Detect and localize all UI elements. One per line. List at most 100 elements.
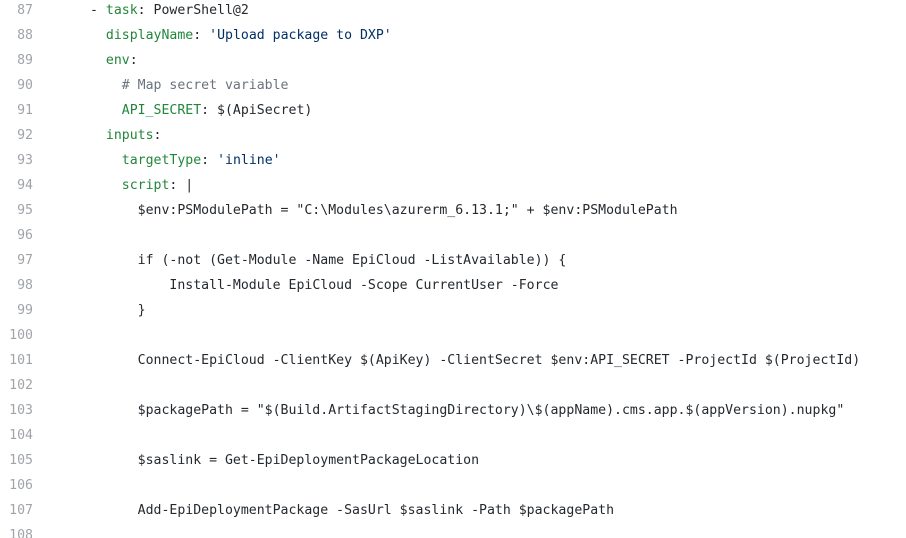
code-line: 100 [0, 323, 906, 348]
code-line: 92 inputs: [0, 123, 906, 148]
code-token: $packagePath = "$(Build.ArtifactStagingD… [137, 403, 845, 418]
code-line: 106 [0, 473, 906, 498]
code-line: 108 [0, 523, 906, 538]
line-number: 106 [9, 478, 33, 493]
line-number: 104 [9, 428, 33, 443]
code-text: # Map secret variable [33, 78, 289, 93]
code-text: Add-EpiDeploymentPackage -SasUrl $saslin… [33, 503, 614, 518]
code-line: 101 Connect-EpiCloud -ClientKey $(ApiKey… [0, 348, 906, 373]
code-text: } [33, 303, 146, 318]
line-number: 93 [17, 153, 33, 168]
line-number: 92 [17, 128, 33, 143]
line-number: 105 [9, 453, 33, 468]
code-token: } [137, 303, 146, 318]
line-number: 87 [17, 3, 33, 18]
code-token: : PowerShell@2 [137, 3, 249, 18]
code-token: : [153, 128, 162, 143]
code-token: 'inline' [217, 153, 281, 168]
line-number: 89 [17, 53, 33, 68]
code-token: $env:PSModulePath = "C:\Modules\azurerm_… [137, 203, 678, 218]
code-text: script: | [33, 178, 193, 193]
code-line: 98 Install-Module EpiCloud -Scope Curren… [0, 273, 906, 298]
code-line: 95 $env:PSModulePath = "C:\Modules\azure… [0, 198, 906, 223]
code-token: inputs [105, 128, 154, 143]
code-indent [90, 403, 138, 418]
code-line: 107 Add-EpiDeploymentPackage -SasUrl $sa… [0, 498, 906, 523]
code-token: displayName [105, 28, 194, 43]
code-token: script [121, 178, 170, 193]
code-token: Connect-EpiCloud -ClientKey $(ApiKey) -C… [137, 353, 861, 368]
code-text: $saslink = Get-EpiDeploymentPackageLocat… [33, 453, 479, 468]
line-number: 91 [17, 103, 33, 118]
code-text: $env:PSModulePath = "C:\Modules\azurerm_… [33, 203, 678, 218]
line-number: 96 [17, 228, 33, 243]
code-text: env: [33, 53, 138, 68]
code-text: inputs: [33, 128, 162, 143]
line-number: 102 [9, 378, 33, 393]
code-line: 104 [0, 423, 906, 448]
line-number: 100 [9, 328, 33, 343]
code-line: 96 [0, 223, 906, 248]
code-token: - [90, 3, 106, 18]
code-token: env [105, 53, 130, 68]
code-token: API_SECRET [121, 103, 202, 118]
code-text: Install-Module EpiCloud -Scope CurrentUs… [33, 278, 558, 293]
code-text: Connect-EpiCloud -ClientKey $(ApiKey) -C… [33, 353, 861, 368]
code-line: 88 displayName: 'Upload package to DXP' [0, 23, 906, 48]
code-line: 102 [0, 373, 906, 398]
code-token: task [105, 3, 138, 18]
code-indent [90, 503, 138, 518]
code-indent [90, 303, 138, 318]
code-token: # Map secret variable [121, 78, 289, 93]
code-line: 90 # Map secret variable [0, 73, 906, 98]
code-line: 89 env: [0, 48, 906, 73]
code-indent [90, 153, 122, 168]
code-text: targetType: 'inline' [33, 153, 281, 168]
code-token: : [201, 153, 218, 168]
line-number: 107 [9, 503, 33, 518]
code-indent [90, 78, 122, 93]
line-number: 88 [17, 28, 33, 43]
code-text: $packagePath = "$(Build.ArtifactStagingD… [33, 403, 845, 418]
code-indent [90, 353, 138, 368]
code-token: : $(ApiSecret) [201, 103, 313, 118]
code-indent [90, 453, 138, 468]
code-indent [90, 178, 122, 193]
code-text: displayName: 'Upload package to DXP' [33, 28, 392, 43]
code-indent [90, 53, 106, 68]
code-line: 94 script: | [0, 173, 906, 198]
code-token: : | [169, 178, 194, 193]
code-line: 91 API_SECRET: $(ApiSecret) [0, 98, 906, 123]
code-token: targetType [121, 153, 202, 168]
code-line: 99 } [0, 298, 906, 323]
code-indent [90, 103, 122, 118]
line-number: 99 [17, 303, 33, 318]
line-number: 101 [9, 353, 33, 368]
line-number: 97 [17, 253, 33, 268]
code-text: - task: PowerShell@2 [33, 3, 249, 18]
code-indent [90, 28, 106, 43]
code-line: 103 $packagePath = "$(Build.ArtifactStag… [0, 398, 906, 423]
code-indent [90, 278, 169, 293]
line-number: 103 [9, 403, 33, 418]
code-token: if (-not (Get-Module -Name EpiCloud -Lis… [137, 253, 567, 268]
code-indent [90, 253, 138, 268]
code-line: 97 if (-not (Get-Module -Name EpiCloud -… [0, 248, 906, 273]
code-text: API_SECRET: $(ApiSecret) [33, 103, 313, 118]
code-token: Install-Module EpiCloud -Scope CurrentUs… [169, 278, 559, 293]
code-token: 'Upload package to DXP' [209, 28, 392, 43]
line-number: 95 [17, 203, 33, 218]
code-token: : [193, 28, 210, 43]
line-number: 90 [17, 78, 33, 93]
line-number: 108 [9, 528, 33, 538]
code-text: if (-not (Get-Module -Name EpiCloud -Lis… [33, 253, 567, 268]
code-token: $saslink = Get-EpiDeploymentPackageLocat… [137, 453, 480, 468]
line-number: 98 [17, 278, 33, 293]
code-indent [90, 128, 106, 143]
code-indent [90, 203, 138, 218]
code-line: 105 $saslink = Get-EpiDeploymentPackageL… [0, 448, 906, 473]
code-token: : [129, 53, 138, 68]
line-number: 94 [17, 178, 33, 193]
code-token: Add-EpiDeploymentPackage -SasUrl $saslin… [137, 503, 615, 518]
